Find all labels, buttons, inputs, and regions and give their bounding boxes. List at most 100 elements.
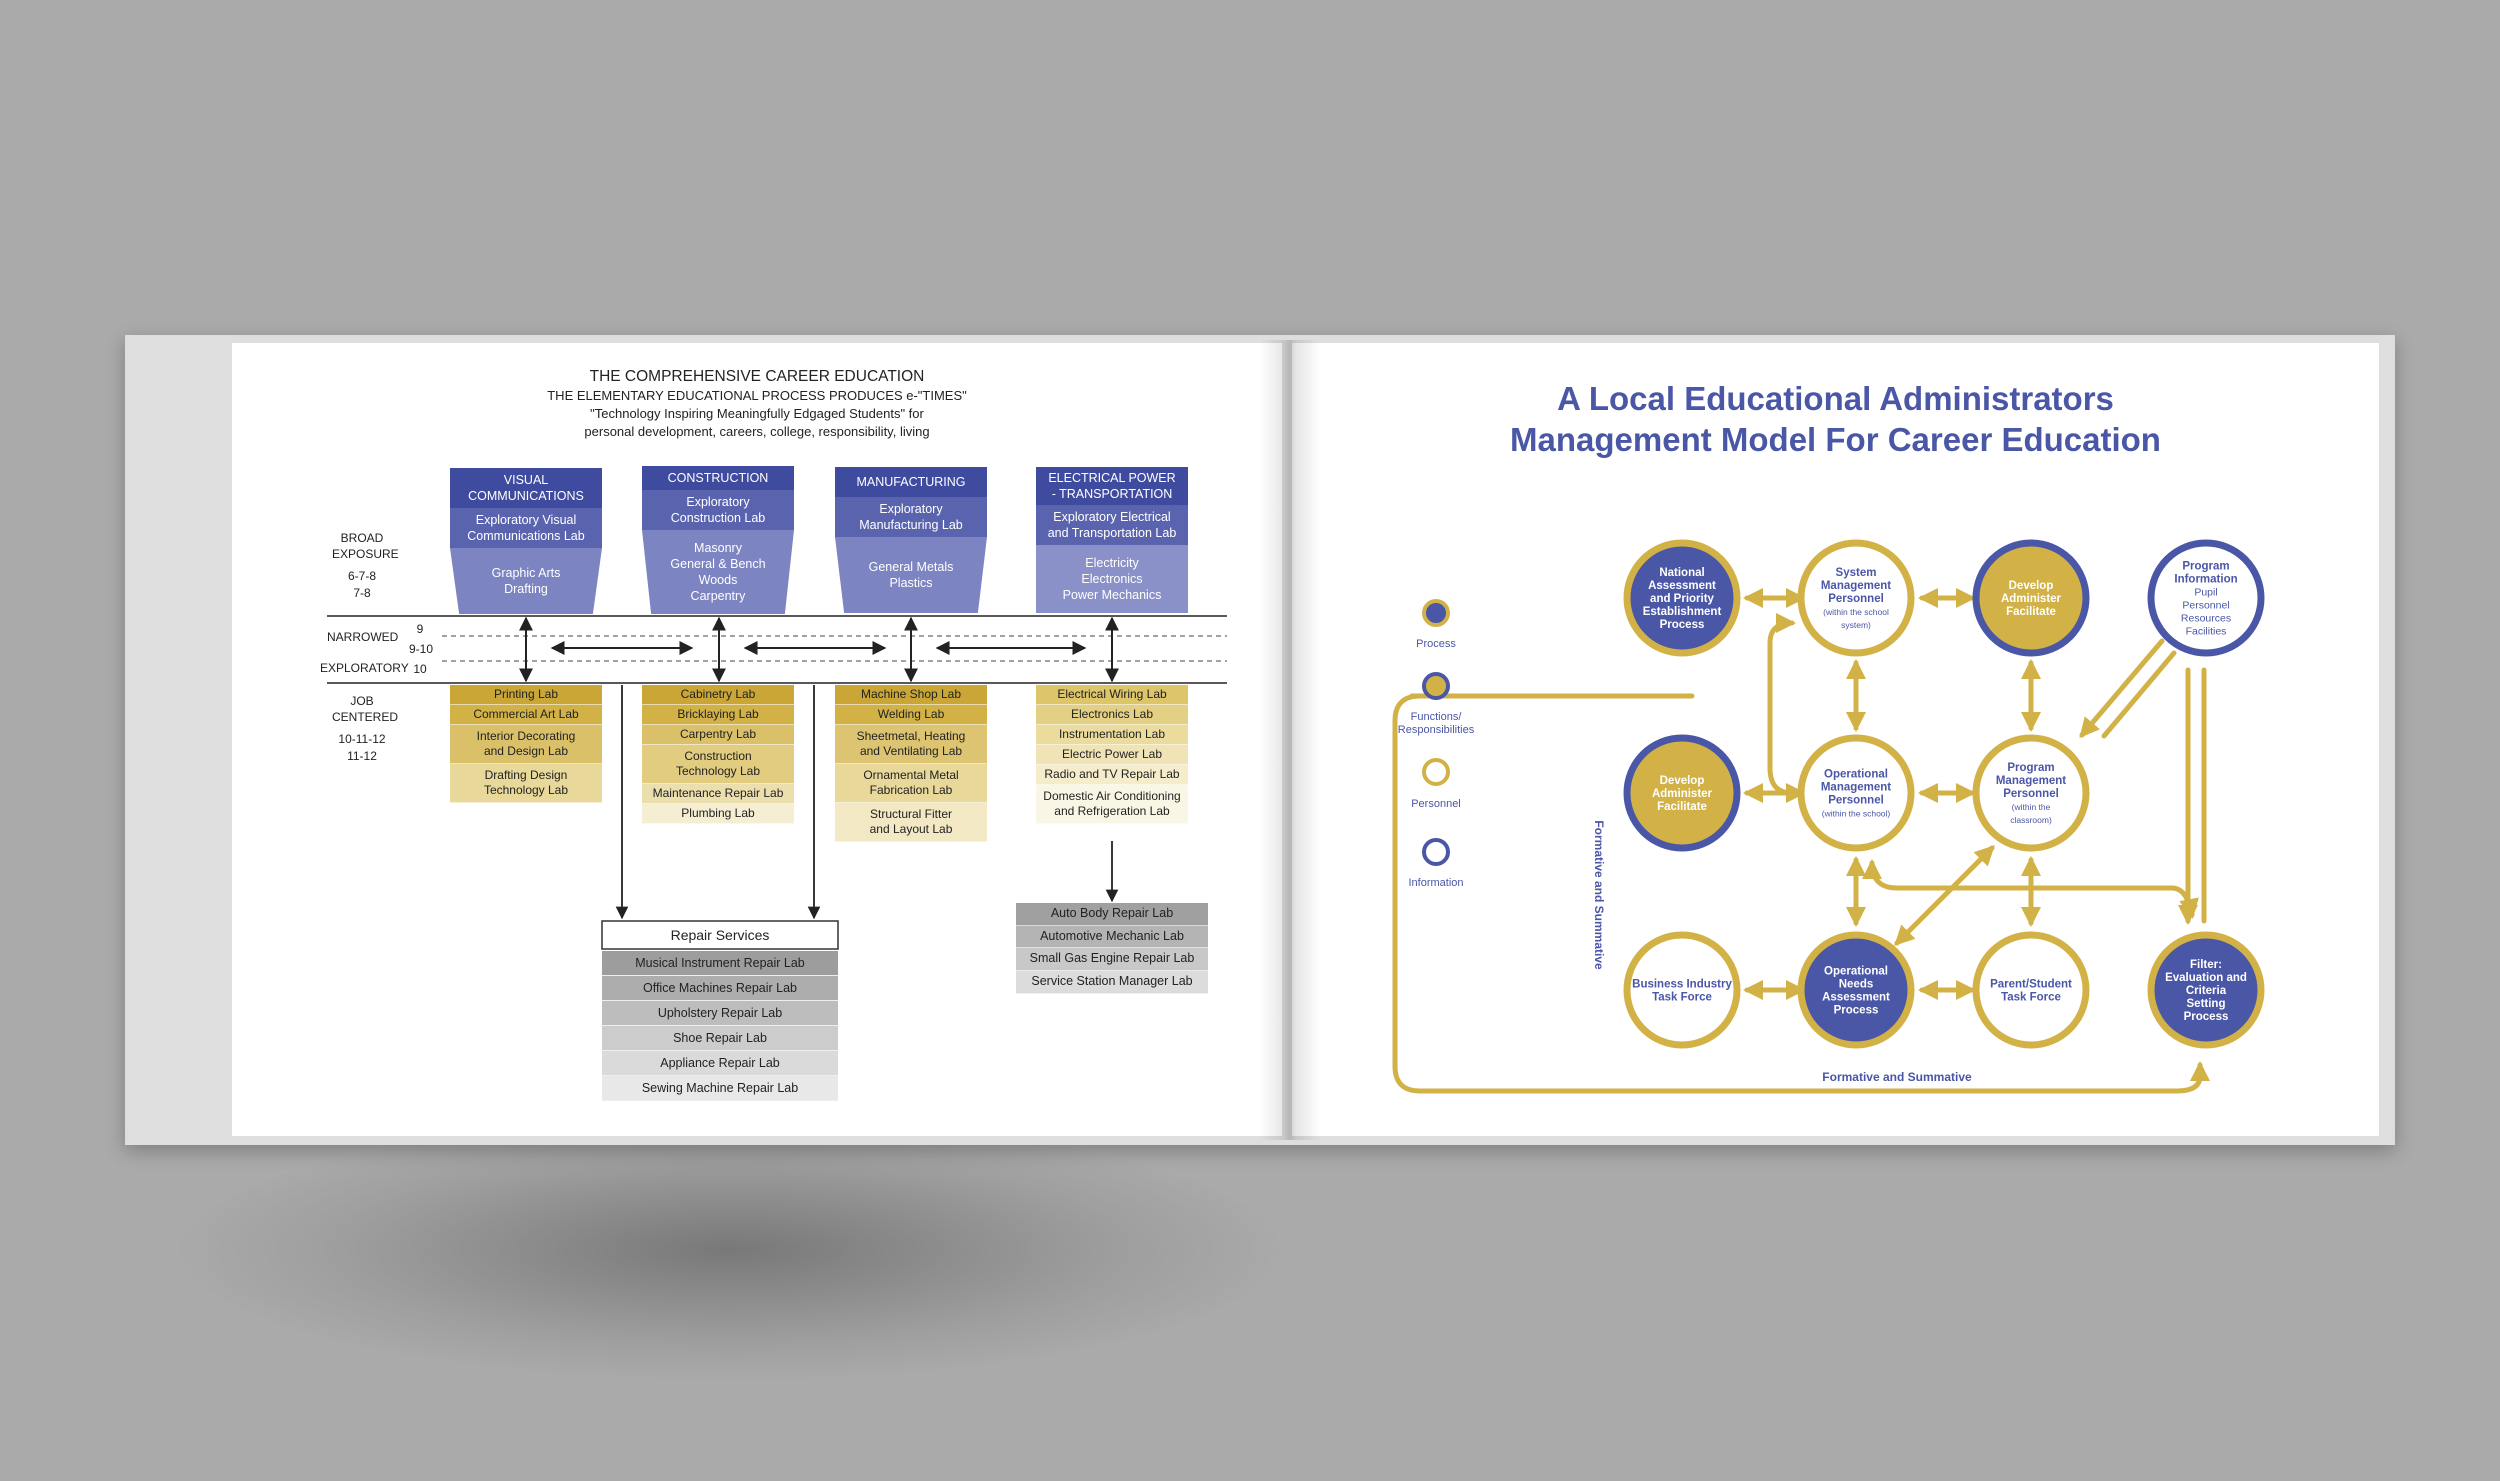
node-text-system: System bbox=[1836, 567, 1877, 579]
node-text-proginfo: Personnel bbox=[2182, 600, 2229, 612]
node-circle-dev1 bbox=[1972, 539, 2090, 657]
right-page: A Local Educational Administrators Manag… bbox=[1292, 343, 2379, 1136]
node-text-dev2: Develop bbox=[1660, 775, 1705, 787]
node-text-national: National bbox=[1659, 567, 1704, 579]
level-narrowed-label: NARROWED bbox=[327, 630, 399, 644]
auto-labs-list: Auto Body Repair Lab Automotive Mechanic… bbox=[1016, 903, 1208, 994]
node-circle-opneeds bbox=[1797, 931, 1915, 1049]
node-filter: Filter:Evaluation andCriteriaSettingProc… bbox=[2147, 931, 2265, 1049]
node-circle-system bbox=[1797, 539, 1915, 657]
node-text-opneeds: Process bbox=[1834, 1005, 1879, 1017]
node-text-proginfo: Pupil bbox=[2194, 587, 2217, 599]
node-text-national: Establishment bbox=[1643, 606, 1722, 618]
node-text-proginfo: Information bbox=[2174, 574, 2237, 586]
node-text-filter: Criteria bbox=[2186, 985, 2227, 997]
legend-information-icon bbox=[1422, 838, 1450, 866]
node-text-progmgmt: classroom) bbox=[2010, 815, 2052, 825]
node-text-national: and Priority bbox=[1650, 593, 1715, 605]
chart-tagline-2: personal development, careers, college, … bbox=[584, 424, 930, 439]
node-text-opmgmt: Personnel bbox=[1828, 795, 1884, 807]
node-text-business: Business Industry bbox=[1632, 979, 1732, 991]
node-text-system: Personnel bbox=[1828, 593, 1884, 605]
flow-lines bbox=[327, 615, 1227, 950]
node-text-proginfo: Facilities bbox=[2186, 626, 2227, 638]
node-text-filter: Setting bbox=[2187, 998, 2226, 1010]
node-text-dev2: Facilitate bbox=[1657, 801, 1707, 813]
node-circle-dev2 bbox=[1623, 734, 1741, 852]
level-exploratory-label: EXPLORATORY bbox=[320, 661, 409, 675]
node-text-opneeds: Operational bbox=[1824, 966, 1888, 978]
arrow-info-progmgmt-2 bbox=[2101, 650, 2177, 739]
formative-loop-bottom bbox=[1392, 693, 2210, 1094]
node-text-proginfo: Program bbox=[2182, 561, 2229, 573]
legend-information-label: Information bbox=[1408, 877, 1463, 889]
node-text-system: Management bbox=[1821, 580, 1891, 592]
node-text-progmgmt: Management bbox=[1996, 775, 2066, 787]
grade-9: 9 bbox=[416, 622, 424, 636]
node-text-parent: Task Force bbox=[2001, 992, 2061, 1004]
grade-9-10: 9-10 bbox=[408, 642, 434, 656]
node-text-progmgmt: Program bbox=[2007, 762, 2054, 774]
node-text-national: Process bbox=[1660, 619, 1705, 631]
repair-services-box bbox=[601, 920, 839, 950]
node-text-opmgmt: Operational bbox=[1824, 769, 1888, 781]
arrow-system-loop bbox=[1767, 613, 1796, 796]
node-proginfo: ProgramInformationPupilPersonnelResource… bbox=[2147, 539, 2265, 657]
node-text-filter: Process bbox=[2184, 1011, 2229, 1023]
grade-10: 10 bbox=[413, 662, 427, 676]
management-model-diagram: Process Functions/ Responsibilities Pers… bbox=[1392, 539, 2265, 1094]
legend-process-label: Process bbox=[1416, 638, 1456, 650]
job-labs-manufacturing: Machine Shop Lab Welding Lab Sheetmetal,… bbox=[835, 685, 987, 842]
legend-personnel-label: Personnel bbox=[1411, 798, 1461, 810]
node-text-filter: Filter: bbox=[2190, 959, 2222, 971]
node-circle-national bbox=[1623, 539, 1741, 657]
node-text-parent: Parent/Student bbox=[1990, 979, 2072, 991]
node-circle-proginfo bbox=[2147, 539, 2265, 657]
node-text-proginfo: Resources bbox=[2181, 613, 2231, 625]
node-text-dev1: Develop bbox=[2009, 580, 2054, 592]
repair-services-list: Musical Instrument Repair Lab Office Mac… bbox=[602, 951, 838, 1101]
node-text-dev1: Facilitate bbox=[2006, 606, 2056, 618]
cluster-electrical-power: ELECTRICAL POWER- TRANSPORTATION Explora… bbox=[1036, 467, 1188, 613]
legend-function-label-1: Functions/ bbox=[1411, 711, 1463, 723]
repair-services-title: Repair Services bbox=[670, 927, 770, 943]
node-circle-progmgmt bbox=[1972, 734, 2090, 852]
formative-label-side: Formative and Summative bbox=[1592, 820, 1606, 970]
node-text-filter: Evaluation and bbox=[2165, 972, 2247, 984]
node-text-opmgmt: Management bbox=[1821, 782, 1891, 794]
node-text-dev1: Administer bbox=[2001, 593, 2062, 605]
node-text-opmgmt: (within the school) bbox=[1822, 809, 1891, 819]
node-text-progmgmt: Personnel bbox=[2003, 788, 2059, 800]
legend: Process Functions/ Responsibilities Pers… bbox=[1398, 599, 1475, 889]
legend-function-icon bbox=[1422, 672, 1450, 700]
node-circle-opmgmt bbox=[1797, 734, 1915, 852]
model-title: A Local Educational Administrators Manag… bbox=[1510, 380, 2161, 459]
job-labs-electrical: Electrical Wiring Lab Electronics Lab In… bbox=[1036, 685, 1188, 824]
chart-title: THE COMPREHENSIVE CAREER EDUCATION bbox=[589, 368, 925, 385]
node-circle-parent bbox=[1972, 931, 2090, 1049]
node-text-dev2: Administer bbox=[1652, 788, 1713, 800]
node-text-business: Task Force bbox=[1652, 992, 1712, 1004]
book-shadow bbox=[180, 1120, 1280, 1380]
chart-tagline-1: "Technology Inspiring Meaningfully Edgag… bbox=[590, 406, 924, 421]
book-gutter bbox=[1260, 340, 1320, 1140]
legend-process-icon bbox=[1422, 599, 1450, 627]
job-labs-construction: Cabinetry Lab Bricklaying Lab Carpentry … bbox=[642, 685, 794, 824]
chart-subtitle: THE ELEMENTARY EDUCATIONAL PROCESS PRODU… bbox=[547, 388, 967, 403]
job-labs-visual: Printing Lab Commercial Art Lab Interior… bbox=[450, 685, 602, 803]
formative-label-bottom: Formative and Summative bbox=[1822, 1070, 1972, 1084]
